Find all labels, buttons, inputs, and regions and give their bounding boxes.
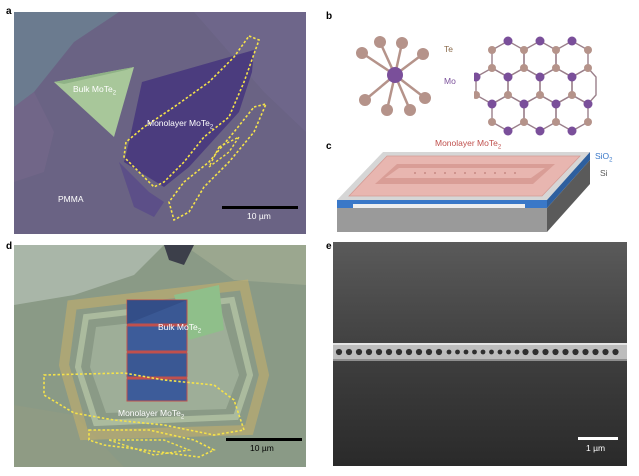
panel-e-sem-image: [333, 242, 627, 466]
photonic-hole: [592, 348, 599, 356]
panel-a-pmma-label: PMMA: [58, 194, 84, 204]
panel-d-mono-text: Monolayer MoTe: [118, 408, 181, 418]
panel-a-mono-label: Monolayer MoTe2: [147, 118, 213, 131]
photonic-hole: [446, 349, 452, 355]
panel-a-scale-bar: [222, 206, 298, 209]
photonic-hole: [405, 348, 413, 356]
photonic-hole: [415, 348, 423, 356]
photonic-hole: [612, 348, 619, 356]
photonic-hole: [435, 348, 443, 356]
panel-e-scale-bar: [578, 437, 618, 440]
photonic-hole: [385, 348, 393, 356]
panel-b-mo-label: Mo: [444, 76, 456, 86]
panel-c-mono-label: Monolayer MoTe2: [435, 138, 501, 151]
photonic-hole: [582, 348, 589, 356]
photonic-hole: [355, 348, 363, 356]
panel-a-mono-sub: 2: [209, 124, 214, 131]
panel-e-scale-text: 1 µm: [586, 443, 606, 453]
photonic-hole: [463, 349, 469, 355]
panel-b-coordination-model: [356, 36, 431, 116]
panel-d-scale-text: 10 µm: [250, 443, 274, 453]
panel-a-mono-text: Monolayer MoTe: [147, 118, 210, 128]
panel-d-scale-bar: [226, 438, 302, 441]
photonic-hole: [532, 348, 539, 356]
photonic-hole: [455, 349, 460, 355]
panel-a-bulk-text: Bulk MoTe: [73, 84, 113, 94]
panel-c-sio2-label: SiO2: [595, 151, 613, 164]
panel-b-letter: b: [326, 11, 333, 22]
panel-c-letter: c: [326, 141, 332, 152]
panel-c-mono-sub: 2: [497, 144, 502, 151]
panel-c-device-schematic: [337, 152, 590, 232]
photonic-hole: [506, 349, 511, 355]
panel-d-mono-sub: 2: [180, 414, 185, 421]
panel-c-sio2-text: SiO: [595, 151, 610, 161]
panel-d-micrograph: [14, 245, 306, 467]
panel-b-hexagonal-lattice: [474, 36, 597, 136]
photonic-hole: [395, 348, 403, 356]
panel-a-bulk-label: Bulk MoTe2: [73, 84, 116, 97]
photonic-hole: [552, 348, 559, 356]
panel-e-letter: e: [326, 241, 332, 252]
panel-c-sio2-sub: 2: [609, 157, 613, 164]
panel-d-outline: [43, 372, 246, 458]
panel-b-te-label: Te: [444, 44, 453, 54]
panel-a-scale-text: 10 µm: [247, 211, 271, 221]
photonic-hole: [365, 348, 373, 356]
photonic-hole: [562, 348, 569, 356]
panel-a-letter: a: [6, 6, 12, 17]
panel-c-mono-text: Monolayer MoTe: [435, 138, 498, 148]
photonic-hole: [572, 348, 579, 356]
panel-a-bulk-sub: 2: [112, 90, 117, 97]
photonic-hole: [335, 348, 343, 356]
photonic-hole: [602, 348, 609, 356]
panel-a-outline: [123, 35, 268, 222]
photonic-hole: [480, 349, 486, 355]
panel-d-bulk-label: Bulk MoTe2: [158, 322, 201, 335]
photonic-hole: [514, 349, 520, 355]
panel-d-mono-label: Monolayer MoTe2: [118, 408, 184, 421]
photonic-hole: [522, 348, 529, 356]
panel-d-bulk-text: Bulk MoTe: [158, 322, 198, 332]
photonic-hole: [497, 349, 503, 355]
photonic-hole: [425, 348, 433, 356]
panel-d-letter: d: [6, 241, 13, 252]
photonic-hole: [542, 348, 549, 356]
photonic-hole: [375, 348, 383, 356]
photonic-hole: [345, 348, 353, 356]
photonic-hole: [489, 349, 494, 355]
panel-c-si-label: Si: [600, 168, 608, 178]
panel-d-bulk-sub: 2: [197, 328, 202, 335]
photonic-hole: [472, 349, 477, 355]
